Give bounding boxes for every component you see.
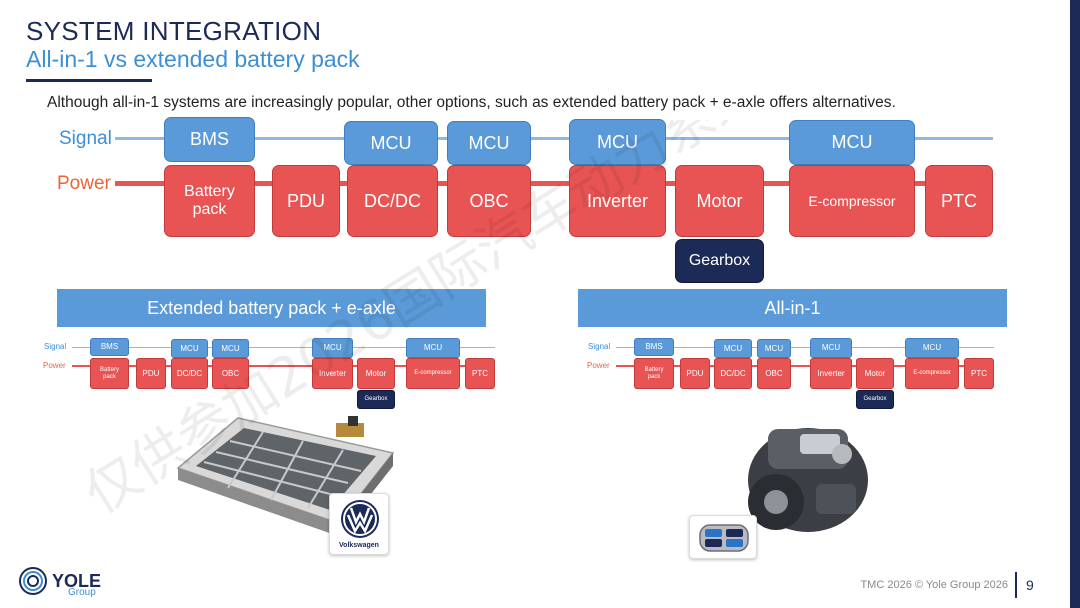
- volkswagen-logo-icon: [341, 500, 379, 538]
- mini-bms-block: BMS: [90, 338, 129, 356]
- mini-battery-pack-block: Battery pack: [634, 358, 674, 389]
- footer-divider: [1015, 572, 1017, 598]
- mini-motor-block: Motor: [357, 358, 395, 389]
- page-title: SYSTEM INTEGRATION: [26, 16, 322, 46]
- dcdc-block: DC/DC: [347, 165, 438, 237]
- mcu-block-obc: MCU: [447, 121, 531, 165]
- mini-signal-label: Signal: [44, 342, 67, 351]
- bms-block: BMS: [164, 117, 255, 162]
- mini-ecompressor-block: E-compressor: [406, 358, 460, 389]
- yole-wordmark: YOLE: [52, 571, 102, 591]
- all-in-one-eaxle-photo: [748, 428, 868, 532]
- geely-badge: [689, 515, 757, 559]
- mini-ptc-block: PTC: [465, 358, 495, 389]
- mini-gearbox-block: Gearbox: [357, 390, 395, 409]
- mini-mcu-block: MCU: [905, 338, 959, 358]
- mini-pdu-block: PDU: [680, 358, 710, 389]
- inverter-block: Inverter: [569, 165, 666, 237]
- mini-mcu-block: MCU: [171, 339, 208, 358]
- ecompressor-block: E-compressor: [789, 165, 915, 237]
- mini-ptc-block: PTC: [964, 358, 994, 389]
- geely-logo-icon: [699, 524, 749, 552]
- yole-group-label: Group: [68, 587, 96, 598]
- title-underline: [26, 79, 152, 82]
- signal-line: [115, 137, 993, 140]
- allinone-panel-banner: All-in-1: [578, 289, 1007, 327]
- signal-label: Signal: [59, 128, 112, 149]
- gearbox-block: Gearbox: [675, 239, 764, 283]
- mini-pdu-block: PDU: [136, 358, 166, 389]
- mini-mcu-block: MCU: [312, 338, 353, 358]
- mcu-block-ecompressor: MCU: [789, 120, 915, 165]
- extended-panel-banner: Extended battery pack + e-axle: [57, 289, 486, 327]
- mini-mcu-block: MCU: [714, 339, 752, 358]
- mini-signal-line: [616, 347, 994, 348]
- page-number: 9: [1026, 577, 1034, 593]
- volkswagen-label: Volkswagen: [339, 542, 379, 549]
- mini-mcu-block: MCU: [757, 339, 791, 358]
- battery-pack-block: Battery pack: [164, 165, 255, 237]
- intro-text: Although all-in-1 systems are increasing…: [47, 94, 896, 111]
- mini-mcu-block: MCU: [810, 338, 852, 358]
- right-edge-bar: [1070, 0, 1080, 608]
- obc-block: OBC: [447, 165, 531, 237]
- footer-copyright: TMC 2026 © Yole Group 2026: [860, 579, 1008, 591]
- mini-obc-block: OBC: [212, 358, 249, 389]
- mini-dcdc-block: DC/DC: [714, 358, 752, 389]
- mcu-block-dcdc: MCU: [344, 121, 438, 165]
- page-subtitle: All-in-1 vs extended battery pack: [26, 46, 360, 72]
- mcu-block-inverter: MCU: [569, 119, 666, 165]
- pdu-block: PDU: [272, 165, 340, 237]
- mini-mcu-block: MCU: [212, 339, 249, 358]
- mini-power-label: Power: [587, 361, 610, 370]
- mini-power-label: Power: [43, 361, 66, 370]
- mini-inverter-block: Inverter: [312, 358, 353, 389]
- power-label: Power: [57, 173, 111, 194]
- yole-logo: YOLE Group: [18, 566, 102, 598]
- power-line: [115, 181, 993, 186]
- mini-bms-block: BMS: [634, 338, 674, 356]
- mini-power-line: [72, 365, 495, 367]
- mini-signal-line: [72, 347, 495, 348]
- mini-mcu-block: MCU: [406, 338, 460, 358]
- mini-dcdc-block: DC/DC: [171, 358, 208, 389]
- mini-ecompressor-block: E-compressor: [905, 358, 959, 389]
- yole-spiral-icon: [19, 567, 47, 595]
- mini-obc-block: OBC: [757, 358, 791, 389]
- mini-signal-label: Signal: [588, 342, 611, 351]
- mini-power-line: [616, 365, 994, 367]
- volkswagen-badge: Volkswagen: [329, 493, 389, 555]
- mini-inverter-block: Inverter: [810, 358, 852, 389]
- motor-block: Motor: [675, 165, 764, 237]
- mini-motor-block: Motor: [856, 358, 894, 389]
- ptc-block: PTC: [925, 165, 993, 237]
- mini-gearbox-block: Gearbox: [856, 390, 894, 409]
- mini-battery-pack-block: Battery pack: [90, 358, 129, 389]
